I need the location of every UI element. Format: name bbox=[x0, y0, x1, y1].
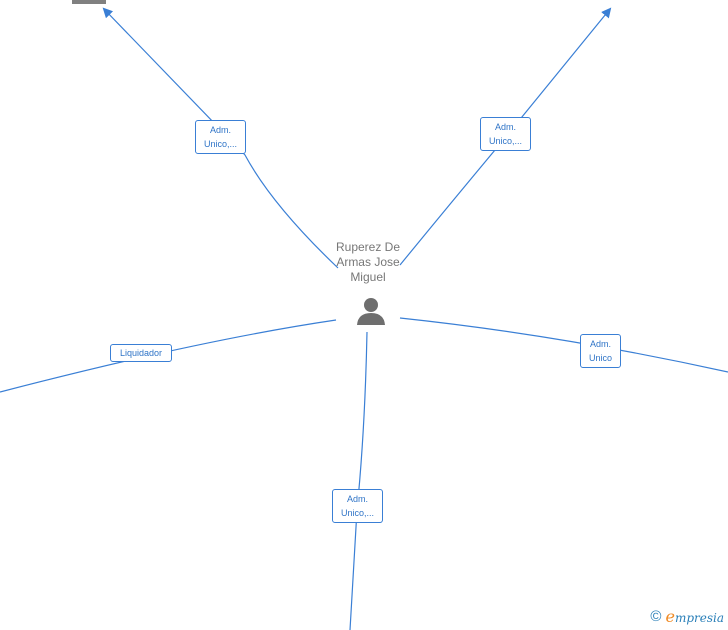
center-node-label[interactable]: Ruperez De Armas Jose Miguel bbox=[318, 240, 418, 285]
edge-label-bottom[interactable]: Adm. Unico,... bbox=[332, 489, 383, 523]
edge-label-line1: Adm. bbox=[209, 125, 231, 135]
center-name-line3: Miguel bbox=[350, 270, 386, 284]
edge-line-bottom bbox=[349, 331, 368, 630]
edge-line-left bbox=[0, 319, 337, 393]
edge-label-top-left[interactable]: Adm. Unico,... bbox=[195, 120, 246, 154]
logo-initial: e bbox=[665, 607, 675, 626]
edge-label-line2: Unico,... bbox=[340, 508, 374, 518]
person-icon[interactable] bbox=[356, 296, 386, 326]
center-name-line1: Ruperez De bbox=[335, 240, 401, 254]
edge-label-top-right[interactable]: Adm. Unico,... bbox=[480, 117, 531, 151]
edge-label-line1: Adm. bbox=[346, 494, 368, 504]
building-icon bbox=[72, 0, 106, 4]
edge-label-line1: Liquidador bbox=[119, 348, 163, 358]
edge-label-right[interactable]: Adm. Unico bbox=[580, 334, 621, 368]
edge-line-top-right bbox=[399, 7, 612, 266]
edge-line-right bbox=[399, 317, 728, 373]
edge-label-line1: Adm. bbox=[494, 122, 516, 132]
empresia-logo: empresia bbox=[665, 607, 724, 626]
edge-label-line2: Unico,... bbox=[488, 136, 522, 146]
center-name-line2: Armas Jose bbox=[336, 255, 400, 269]
edge-label-line2: Unico bbox=[588, 353, 612, 363]
edge-label-line2: Unico,... bbox=[203, 139, 237, 149]
edge-label-left[interactable]: Liquidador bbox=[110, 344, 172, 362]
edge-label-line1: Adm. bbox=[589, 339, 611, 349]
logo-text: mpresia bbox=[674, 611, 724, 625]
empresia-watermark: © empresia bbox=[650, 607, 724, 626]
edge-line-top-left bbox=[102, 7, 339, 269]
copyright-symbol: © bbox=[650, 608, 662, 625]
